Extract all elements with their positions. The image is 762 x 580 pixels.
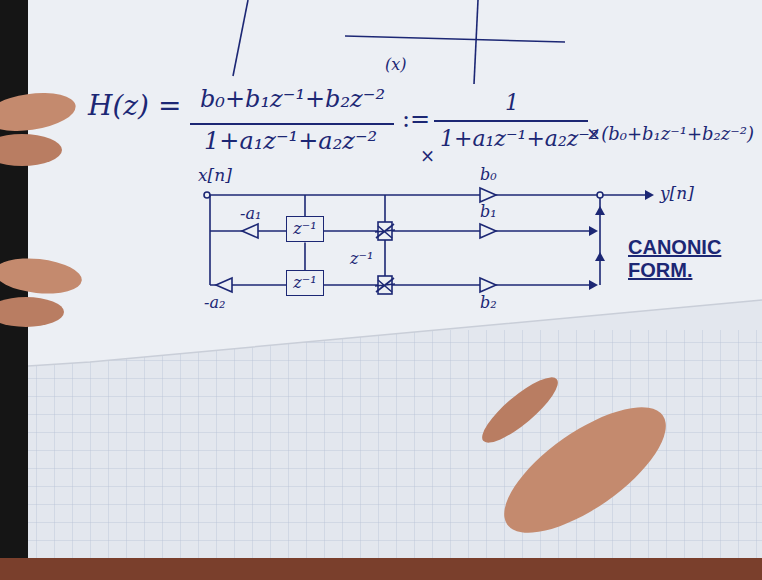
wire xyxy=(603,194,648,196)
delay-box: z⁻¹ xyxy=(286,270,323,296)
gain-triangle xyxy=(480,188,496,202)
gain-label: -a₂ xyxy=(204,294,225,312)
arrowhead xyxy=(595,206,605,215)
numerator: 1 xyxy=(505,90,519,115)
wire xyxy=(210,230,596,232)
sketch-line xyxy=(474,0,478,84)
arrowhead xyxy=(645,190,654,200)
hand-finger xyxy=(474,368,566,451)
sketch-mark: (x) xyxy=(385,56,407,74)
fraction-bar xyxy=(190,123,394,125)
arrowhead xyxy=(589,226,598,236)
graph-paper xyxy=(28,0,762,560)
scribble xyxy=(375,224,395,238)
wire xyxy=(304,195,306,216)
sketch-line xyxy=(233,0,248,76)
gain-triangle xyxy=(242,224,258,238)
arrowhead xyxy=(589,280,598,290)
arrowhead xyxy=(595,252,605,261)
equals-sign: := xyxy=(402,106,430,134)
wire xyxy=(210,284,596,286)
graph-paper-grid xyxy=(28,330,762,560)
wire xyxy=(209,195,211,285)
output-node xyxy=(597,192,603,198)
transfer-function-name: H(z) = xyxy=(88,90,181,122)
scribble xyxy=(375,278,395,292)
fraction-bar xyxy=(434,120,588,122)
gain-triangle xyxy=(216,278,232,292)
sketch-line xyxy=(345,36,565,42)
factor: ×(b₀+b₁z⁻¹+b₂z⁻²) xyxy=(586,124,754,145)
signal-wire xyxy=(304,242,306,270)
signal-name: x[n] xyxy=(198,166,232,186)
numerator: b₀+b₁z⁻¹+b₂z⁻² xyxy=(200,86,385,114)
sketch-mark: × xyxy=(420,146,435,167)
gain-label: b₀ xyxy=(480,166,497,184)
gain-label: b₂ xyxy=(480,294,497,312)
delay-box: z⁻¹ xyxy=(286,216,323,242)
denominator: 1+a₁z⁻¹+a₂z⁻² xyxy=(204,128,377,156)
gain-label: b₁ xyxy=(480,203,497,221)
input-node xyxy=(204,192,210,198)
delay-symbol: z⁻¹ xyxy=(293,220,316,238)
note-paper xyxy=(28,0,762,366)
desk xyxy=(0,558,762,580)
gain-triangle xyxy=(480,224,496,238)
gain-label: -a₁ xyxy=(240,205,261,223)
denominator: 1+a₁z⁻¹+a₂z⁻² xyxy=(440,126,599,151)
delay-label: z⁻¹ xyxy=(350,250,373,268)
gain-triangle xyxy=(480,278,496,292)
wire xyxy=(210,194,597,196)
delay-symbol: z⁻¹ xyxy=(293,274,316,292)
paper-edge xyxy=(28,300,762,366)
hand-finger xyxy=(0,88,78,136)
hand-finger xyxy=(0,134,62,166)
signal-name: y[n] xyxy=(660,184,694,204)
hand-finger xyxy=(0,297,64,327)
hand-finger xyxy=(0,254,84,297)
note: CANONIC FORM. xyxy=(628,236,746,282)
